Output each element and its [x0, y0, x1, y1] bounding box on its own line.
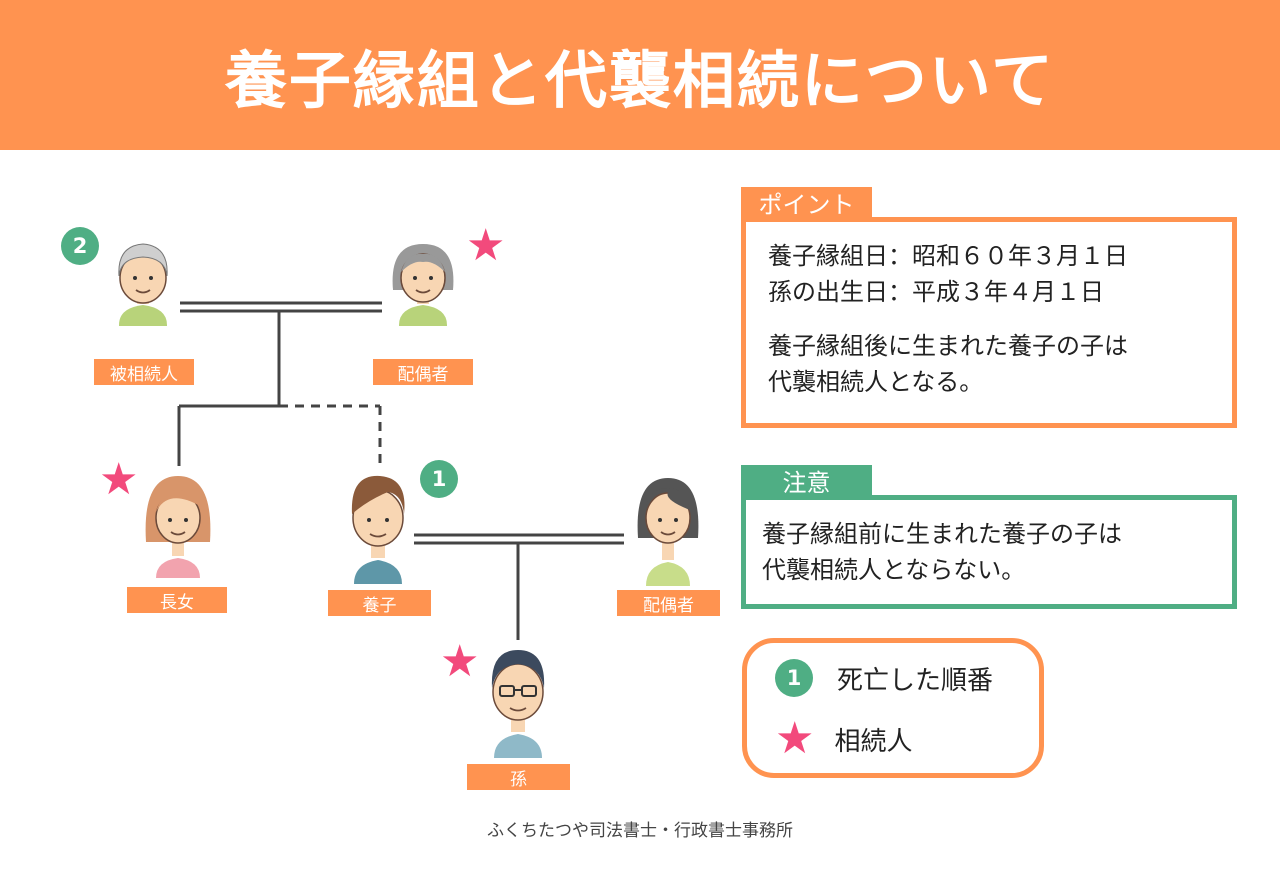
point-line-3: 養子縁組後に生まれた養子の子は	[768, 332, 1128, 360]
connector-lines	[177, 301, 624, 640]
legend-row-death-order: 1 死亡した順番	[775, 659, 993, 697]
point-line-2: 孫の出生日：平成３年４月１日	[768, 278, 1104, 306]
eldest-daughter-figure	[145, 476, 211, 578]
caution-line-2: 代襲相続人とならない。	[762, 556, 1026, 584]
legend-row-heir: ★ 相続人	[775, 717, 912, 761]
caution-tab: 注意	[741, 465, 872, 497]
caution-line-1: 養子縁組前に生まれた養子の子は	[762, 520, 1122, 548]
label-eldest-daughter: 長女	[127, 587, 227, 613]
footer-office-name: ふくちたつや司法書士・行政書士事務所	[487, 821, 793, 841]
point-line-1: 養子縁組日：昭和６０年３月１日	[768, 242, 1128, 270]
point-line-4: 代襲相続人となる。	[768, 368, 984, 396]
label-adopted-spouse: 配偶者	[617, 590, 720, 616]
grandchild-figure	[491, 650, 545, 758]
heir-star-icon-eldest-daughter: ★	[99, 454, 139, 505]
point-tab: ポイント	[741, 187, 872, 219]
label-adopted-child: 養子	[328, 590, 431, 616]
caution-box: 養子縁組前に生まれた養子の子は 代襲相続人とならない。	[741, 495, 1237, 609]
legend-circle-icon: 1	[775, 659, 813, 697]
adopted-spouse-figure	[637, 478, 699, 586]
legend-star-icon: ★	[775, 713, 815, 764]
adopted-child-figure	[351, 475, 405, 584]
heir-star-icon-grandmother: ★	[466, 220, 506, 271]
legend-heir-text: 相続人	[834, 726, 913, 757]
label-grandchild: 孫	[467, 764, 570, 790]
death-order-badge-adopted-child: 1	[420, 460, 458, 498]
page-title: 養子縁組と代襲相続について	[224, 44, 1056, 117]
point-box: 養子縁組日：昭和６０年３月１日 孫の出生日：平成３年４月１日 養子縁組後に生まれ…	[741, 217, 1237, 428]
death-order-badge-grandfather: 2	[61, 227, 99, 265]
legend-box: 1 死亡した順番 ★ 相続人	[742, 638, 1044, 778]
label-grandfather: 被相続人	[94, 359, 194, 385]
legend-death-order-text: 死亡した順番	[837, 665, 994, 696]
grandmother-figure	[392, 244, 454, 326]
heir-star-icon-grandchild: ★	[440, 636, 480, 687]
label-grandmother: 配偶者	[373, 359, 473, 385]
grandfather-figure	[118, 243, 168, 326]
title-banner: 養子縁組と代襲相続について	[0, 0, 1280, 150]
